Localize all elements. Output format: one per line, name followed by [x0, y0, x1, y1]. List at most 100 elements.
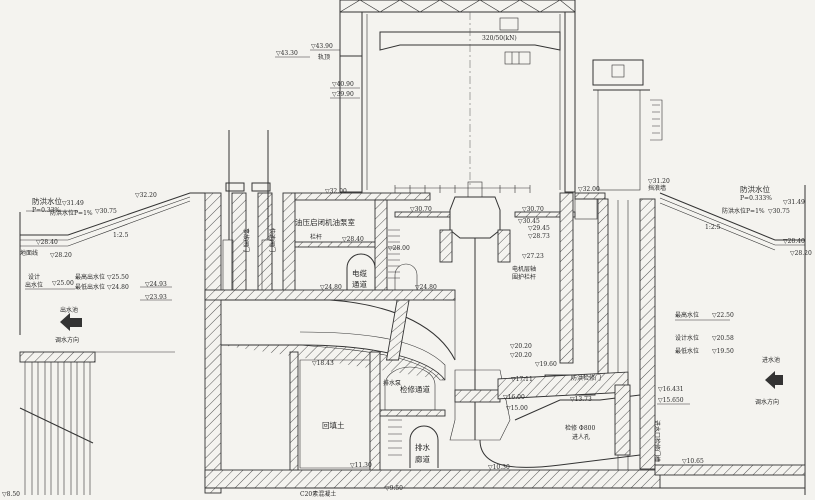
flood-probability: P=0.333% [740, 195, 772, 202]
crane-capacity: 320/50(kN) [482, 35, 517, 42]
elevation-label: ▽31.49 [783, 199, 805, 206]
drainage-gallery-label: 排水 [415, 442, 430, 452]
elevation-label: ▽18.43 [312, 360, 334, 367]
intake-gate-slot-label: 进水口检修门槽 [653, 420, 661, 462]
elevation-label: ▽23.93 [145, 294, 167, 301]
elevation-label: ▽31.20 [648, 178, 670, 185]
inlet-pool-label: 进水池 [762, 356, 780, 364]
elevation-label: ▽40.90 [332, 81, 354, 88]
elevation-label: ▽30.45 [518, 218, 540, 225]
elevation-label: ▽43.90 [311, 43, 333, 50]
elevation-label: ▽30.75 [768, 208, 790, 215]
elevation-label: ▽24.80 [107, 284, 129, 291]
elevation-label: ▽30.75 [95, 208, 117, 215]
flow-direction-arrow-icon [765, 371, 783, 389]
elevation-label: ▽28.20 [50, 252, 72, 259]
design-level-label: 设计 [28, 273, 40, 281]
motor [439, 181, 511, 440]
elevation-label: ▽31.49 [62, 200, 84, 207]
elevation-label: ▽32.00 [578, 186, 600, 193]
slope-label: 1:2.5 [705, 224, 721, 231]
elevation-label: ▽27.23 [522, 253, 544, 260]
powerhouse-superstructure: 320/50(kN) [339, 0, 576, 193]
manhole-label: 进人孔 [572, 433, 590, 441]
cable-gallery-label: 通道 [352, 279, 367, 289]
elevation-label: ▽28.40 [783, 238, 805, 245]
elevation-label: ▽28.20 [790, 250, 812, 257]
elevation-label: ▽32.20 [135, 192, 157, 199]
railing-label: 栏杆 [310, 233, 322, 241]
elevation-label: ▽20.20 [510, 343, 532, 350]
substructure: 事故闸门 快速闸门 ▽32.00 油压启闭机油泵室 栏杆 ▽28.40 ▽28.… [204, 130, 805, 498]
elevation-label: ▽43.30 [276, 50, 298, 57]
elevation-label: ▽19.50 [712, 348, 734, 355]
left-embankment: 防洪水位 P=0.33% ▽31.49 防洪水位P=1% ▽30.75 ▽32.… [19, 192, 205, 344]
manhole-label: 检修 Φ800 [565, 424, 595, 432]
flood-level-label: 防洪水位P=1% [50, 209, 93, 217]
slope-label: 1:2.5 [113, 232, 129, 239]
elevation-label: ▽28.40 [36, 239, 58, 246]
motor-guard-label: 电机层轴 [512, 265, 536, 273]
elevation-label: ▽10.30 [488, 464, 510, 471]
max-level-label: 最高水位 [675, 311, 699, 319]
elevation-label: ▽9.50 [385, 485, 403, 492]
outlet-pool-label: 出水池 [60, 306, 78, 314]
elevation-label: ▽39.90 [332, 91, 354, 98]
elevation-label: ▽13.73 [570, 396, 592, 403]
drain-pump-label: 排水泵 [383, 379, 401, 387]
elevation-label: ▽8.50 [2, 491, 20, 498]
accident-gate-label: 事故闸门 [242, 228, 250, 252]
flood-level-label: 防洪水位 [32, 196, 62, 206]
elevation-label: ▽15.00 [506, 405, 528, 412]
cable-gallery-label: 电缆 [352, 268, 367, 278]
rail-label: 轨顶 [318, 53, 330, 61]
flood-probability: P=0.33% [32, 207, 60, 214]
intake-gate-tower [592, 59, 663, 191]
flood-gate-label: 防洪检修门 [571, 374, 601, 382]
elevation-label: ▽30.70 [410, 206, 432, 213]
ground-line-label: 地面线 [20, 249, 38, 257]
elevation-label: ▽25.00 [52, 280, 74, 287]
elevation-label: ▽20.58 [712, 335, 734, 342]
backfill-label: 回填土 [322, 420, 345, 430]
elevation-label: ▽15.650 [658, 397, 684, 404]
flow-direction-label: 调水方向 [755, 398, 779, 406]
elevation-label: ▽28.40 [342, 236, 364, 243]
right-embankment: 防洪水位 P=0.333% ▽31.49 防洪水位P=1% ▽30.75 1:2… [654, 184, 812, 495]
elevation-label: ▽10.65 [682, 458, 704, 465]
flood-level-label: 防洪水位P=1% [722, 207, 765, 215]
elevation-label: ▽17.11 [511, 376, 533, 383]
elevation-label: ▽28.73 [528, 233, 550, 240]
elevation-label: ▽20.20 [510, 352, 532, 359]
elevation-label: ▽24.80 [320, 284, 342, 291]
elevation-label: ▽25.50 [107, 274, 129, 281]
maintenance-passage-label: 检修通道 [400, 384, 430, 394]
design-level-label: 出水位 [25, 281, 43, 289]
motor-guard-label: 围护栏杆 [512, 273, 536, 281]
elevation-label: ▽16.00 [503, 394, 525, 401]
flow-direction-label: 调水方向 [55, 336, 79, 344]
max-level-label: 最高出水位 [75, 273, 105, 281]
elevation-label: ▽30.70 [522, 206, 544, 213]
concrete-label: C20素混凝土 [300, 490, 336, 498]
min-level-label: 最低水位 [675, 347, 699, 355]
wave-wall-label: 挡浪墙 [648, 184, 666, 192]
elevation-label: ▽24.93 [145, 281, 167, 288]
sheet-piles: ▽8.50 [2, 351, 175, 498]
oil-pump-room-label: 油压启闭机油泵室 [295, 217, 355, 227]
elevation-label: ▽29.45 [528, 225, 550, 232]
elevation-label: ▽19.60 [535, 361, 557, 368]
min-level-label: 最低出水位 [75, 283, 105, 291]
elevation-label: ▽16.431 [658, 386, 684, 393]
fast-gate-label: 快速闸门 [268, 228, 276, 252]
elevation-label: ▽11.30 [350, 462, 372, 469]
flow-direction-arrow-icon [60, 313, 82, 331]
bridge-crane: 320/50(kN) [379, 17, 561, 65]
design-level-label: 设计水位 [675, 334, 699, 342]
crane-elevations: ▽43.90 ▽43.30 轨顶 ▽40.90 ▽39.90 [275, 43, 360, 99]
flood-level-label: 防洪水位 [740, 184, 770, 194]
elevation-label: ▽24.80 [415, 284, 437, 291]
drainage-gallery-label: 廊道 [415, 454, 430, 464]
elevation-label: ▽32.00 [325, 188, 347, 195]
